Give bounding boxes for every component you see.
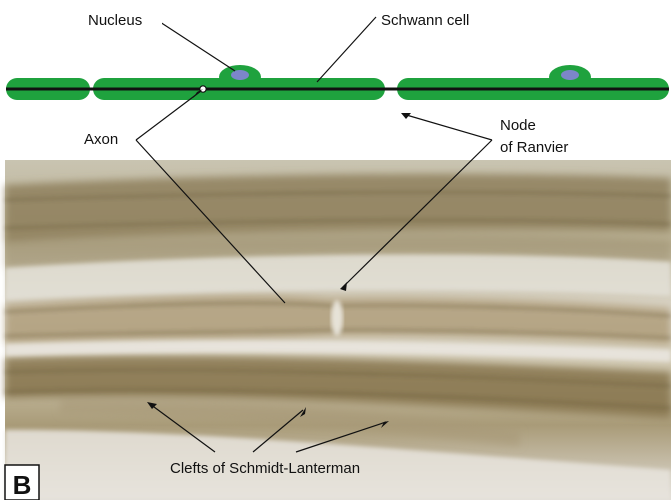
- micrograph: B: [5, 160, 671, 500]
- nucleus-1: [231, 70, 249, 80]
- label-axon: Axon: [84, 131, 118, 148]
- panel-label: B: [13, 470, 32, 500]
- nucleus-2: [561, 70, 579, 80]
- label-nucleus: Nucleus: [88, 12, 142, 29]
- label-node-of-ranvier-line1: Node: [500, 117, 536, 134]
- label-clefts: Clefts of Schmidt-Lanterman: [170, 460, 360, 477]
- schematic-nerve-fiber: [6, 65, 669, 102]
- label-schwann-cell: Schwann cell: [381, 12, 469, 29]
- label-node-of-ranvier-line2: of Ranvier: [500, 139, 568, 156]
